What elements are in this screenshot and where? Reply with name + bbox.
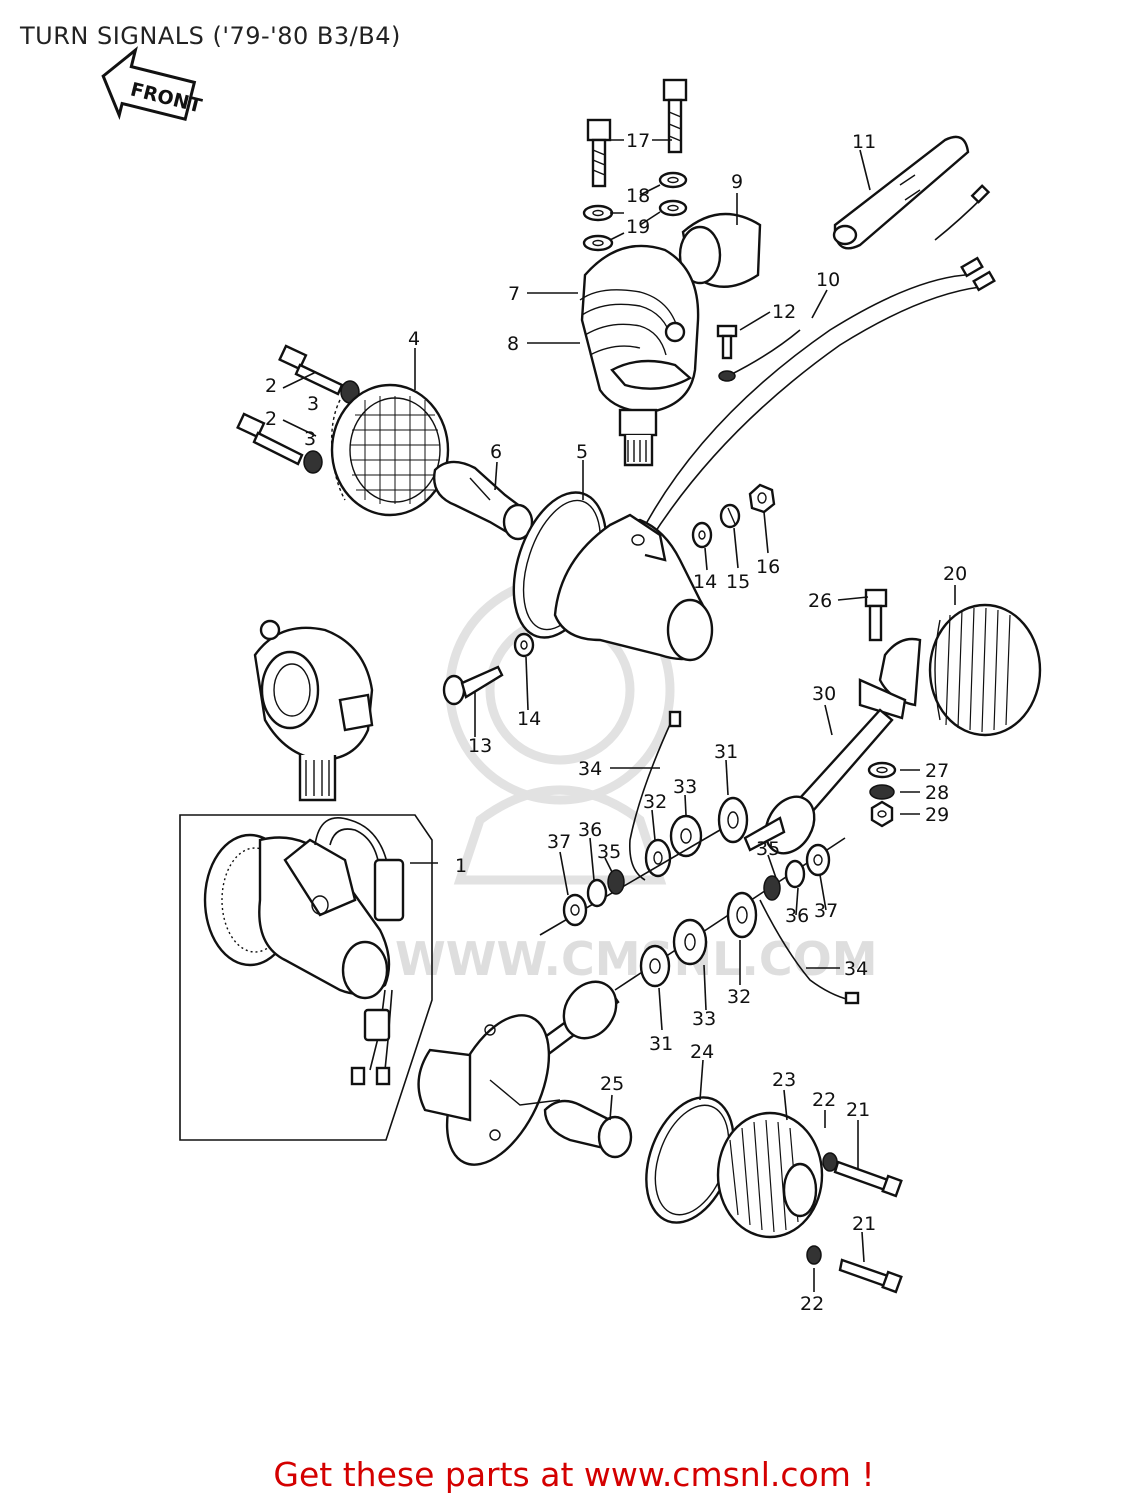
- callout-36-upper: 36: [578, 819, 602, 841]
- callout-9: 9: [731, 171, 743, 193]
- handlebar-clamp-left: [253, 619, 374, 802]
- callout-2-upper: 2: [265, 375, 277, 397]
- watermark-text: WWW.CMSNL.COM: [395, 932, 878, 986]
- part-1-assembly: [203, 817, 405, 1086]
- callout-2-lower: 2: [265, 408, 277, 430]
- callout-34-lower: 34: [844, 958, 868, 980]
- callout-3-upper: 3: [307, 393, 319, 415]
- callout-3-lower: 3: [304, 428, 316, 450]
- callout-21-lower: 21: [852, 1213, 876, 1235]
- part-30-stem: [743, 708, 894, 855]
- callout-25: 25: [600, 1073, 624, 1095]
- callout-7: 7: [508, 283, 520, 305]
- callout-23: 23: [772, 1069, 796, 1091]
- callout-1: 1: [455, 855, 467, 877]
- callout-22-upper: 22: [812, 1089, 836, 1111]
- page-title: TURN SIGNALS ('79-'80 B3/B4): [20, 22, 401, 50]
- callout-4: 4: [408, 328, 420, 350]
- callout-36-lower: 36: [785, 905, 809, 927]
- screw-2-upper: [278, 344, 344, 396]
- callout-30: 30: [812, 683, 836, 705]
- callout-13: 13: [468, 735, 492, 757]
- callout-31-upper: 31: [714, 741, 738, 763]
- callout-10: 10: [816, 269, 840, 291]
- callout-labels: 1 2 2 3 3 4 5 6 7 8 9 10 11 12 13 14 14 …: [265, 130, 967, 1315]
- part-7-8-handlebar-clamp: [579, 244, 700, 467]
- part-9-sleeve: [678, 212, 762, 288]
- callout-27: 27: [925, 760, 949, 782]
- callout-33-lower: 33: [692, 1008, 716, 1030]
- part-6-bulb: [433, 460, 534, 541]
- callout-31-lower: 31: [649, 1033, 673, 1055]
- callout-11: 11: [852, 131, 876, 153]
- part-25-bulb: [543, 1099, 633, 1159]
- callout-8: 8: [507, 333, 519, 355]
- callout-6: 6: [490, 441, 502, 463]
- callout-33-upper: 33: [673, 776, 697, 798]
- callout-12: 12: [772, 301, 796, 323]
- bolt-17-left: [586, 118, 612, 188]
- callout-5: 5: [576, 441, 588, 463]
- callout-37-lower: 37: [814, 900, 838, 922]
- rear-reflector-housing: [417, 1014, 561, 1166]
- footer-promo-text: Get these parts at www.cmsnl.com !: [273, 1455, 875, 1494]
- callout-37-upper: 37: [547, 831, 571, 853]
- callout-22-lower: 22: [800, 1293, 824, 1315]
- callout-34-upper: 34: [578, 758, 602, 780]
- turn-signal-housing-upper: [553, 513, 714, 662]
- bolt-17-right: [662, 78, 688, 154]
- leader-lines: [282, 139, 956, 1292]
- callout-32-upper: 32: [643, 791, 667, 813]
- front-arrow-icon: FRONT: [101, 46, 204, 122]
- callout-24: 24: [690, 1041, 714, 1063]
- callout-16: 16: [756, 556, 780, 578]
- part-11-tube: [832, 135, 970, 250]
- screw-2-lower: [236, 412, 304, 466]
- callout-28: 28: [925, 782, 949, 804]
- callout-14-lower: 14: [517, 708, 541, 730]
- part-13-bolt: [442, 665, 504, 706]
- callout-35-upper: 35: [597, 841, 621, 863]
- callout-35-lower: 35: [756, 838, 780, 860]
- callout-14-upper: 14: [693, 571, 717, 593]
- callout-26: 26: [808, 590, 832, 612]
- part-20-lamp-right: [858, 603, 1042, 737]
- callout-32-lower: 32: [727, 986, 751, 1008]
- callout-18: 18: [626, 185, 650, 207]
- callout-19: 19: [626, 216, 650, 238]
- callout-21-upper: 21: [846, 1099, 870, 1121]
- callout-20: 20: [943, 563, 967, 585]
- callout-17: 17: [626, 130, 650, 152]
- part-23-lens: [716, 1111, 824, 1239]
- callout-29: 29: [925, 804, 949, 826]
- callout-15: 15: [726, 571, 750, 593]
- part-4-lens: [330, 383, 450, 517]
